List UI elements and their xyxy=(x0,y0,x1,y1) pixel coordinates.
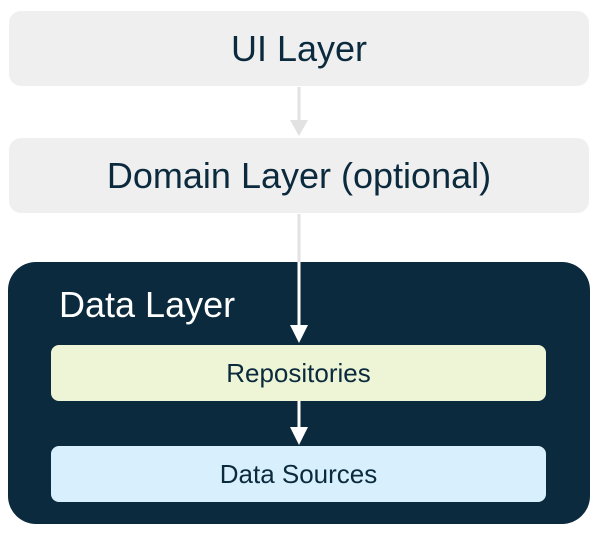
domain-layer-label: Domain Layer (optional) xyxy=(106,154,492,196)
data-sources-label: Data Sources xyxy=(219,458,378,489)
arrow-ui-to-domain xyxy=(290,87,308,136)
ui-layer-box: UI Layer xyxy=(9,11,589,86)
data-layer-label: Data Layer xyxy=(59,284,236,325)
data-sources-box: Data Sources xyxy=(51,446,546,502)
domain-layer-box: Domain Layer (optional) xyxy=(9,138,589,213)
ui-layer-label: UI Layer xyxy=(230,27,368,69)
repositories-box: Repositories xyxy=(51,345,546,401)
repositories-label: Repositories xyxy=(226,357,371,388)
